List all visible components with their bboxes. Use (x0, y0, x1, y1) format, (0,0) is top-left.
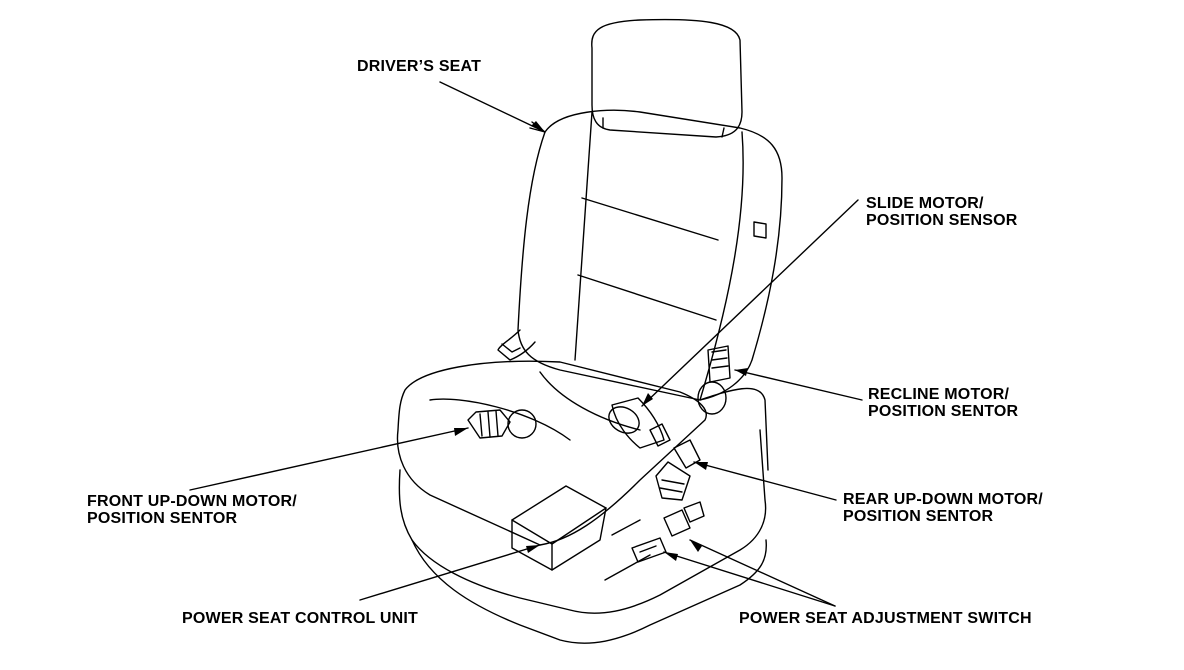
label-front-updown-motor: FRONT UP-DOWN MOTOR/ POSITION SENTOR (87, 493, 297, 527)
label-power-seat-control-unit: POWER SEAT CONTROL UNIT (182, 610, 418, 627)
seat-back (498, 110, 782, 400)
leader-front-updown (190, 428, 468, 490)
rear-updown-motor (656, 440, 700, 500)
front-updown-motor (468, 410, 536, 438)
headrest (592, 20, 742, 137)
label-drivers-seat: DRIVER’S SEAT (357, 58, 481, 75)
leader-drivers-seat (440, 82, 545, 132)
label-recline-motor: RECLINE MOTOR/ POSITION SENTOR (868, 386, 1018, 420)
leader-arrowheads (454, 121, 748, 561)
leader-slide-motor (642, 200, 858, 406)
leader-switch-b (690, 540, 835, 606)
recline-motor (698, 346, 730, 414)
label-rear-updown-motor: REAR UP-DOWN MOTOR/ POSITION SENTOR (843, 491, 1043, 525)
leader-control-unit (360, 545, 540, 600)
leader-recline-motor (735, 370, 862, 400)
slide-motor (604, 398, 670, 448)
label-slide-motor: SLIDE MOTOR/ POSITION SENSOR (866, 195, 1017, 229)
seat-cushion (397, 361, 768, 643)
label-power-seat-adjustment-switch: POWER SEAT ADJUSTMENT SWITCH (739, 610, 1032, 627)
power-seat-control-unit-box (512, 486, 606, 570)
